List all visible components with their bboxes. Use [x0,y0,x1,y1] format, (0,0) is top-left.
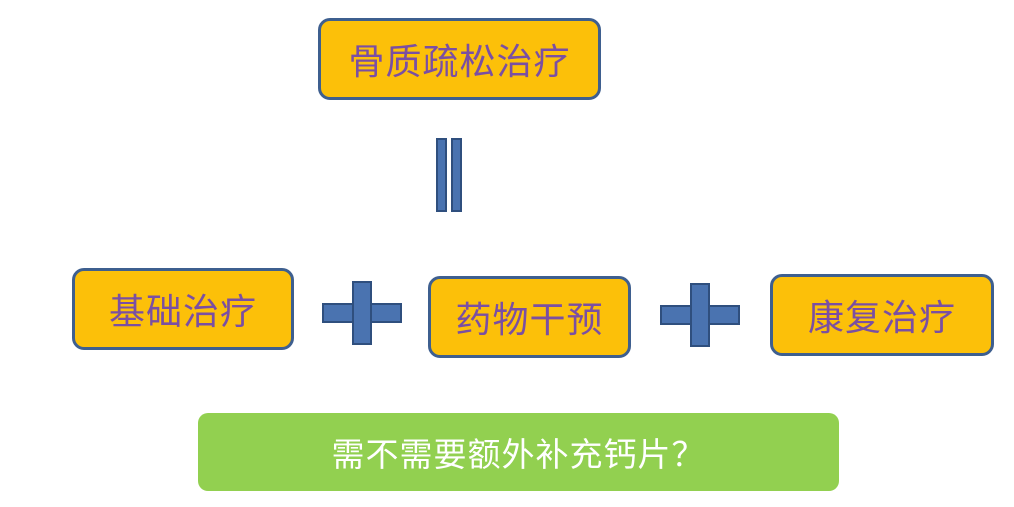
osteoporosis-treatment-label: 骨质疏松治疗 [348,42,571,83]
drug-intervention-box: 药物干预 [428,276,631,358]
equals-bar-right [451,138,462,212]
equals-bar-left [436,138,447,212]
rehabilitation-treatment-box: 康复治疗 [770,274,994,356]
plus-icon [660,283,740,347]
osteoporosis-treatment-box: 骨质疏松治疗 [318,18,601,100]
plus-icon [322,281,402,345]
basic-treatment-box: 基础治疗 [72,268,294,350]
calcium-question-label: 需不需要额外补充钙片？ [331,435,706,474]
drug-intervention-label: 药物干预 [455,300,604,341]
rehabilitation-treatment-label: 康复治疗 [807,298,956,339]
calcium-question-box: 需不需要额外补充钙片？ [198,413,839,491]
basic-treatment-label: 基础治疗 [108,292,257,333]
